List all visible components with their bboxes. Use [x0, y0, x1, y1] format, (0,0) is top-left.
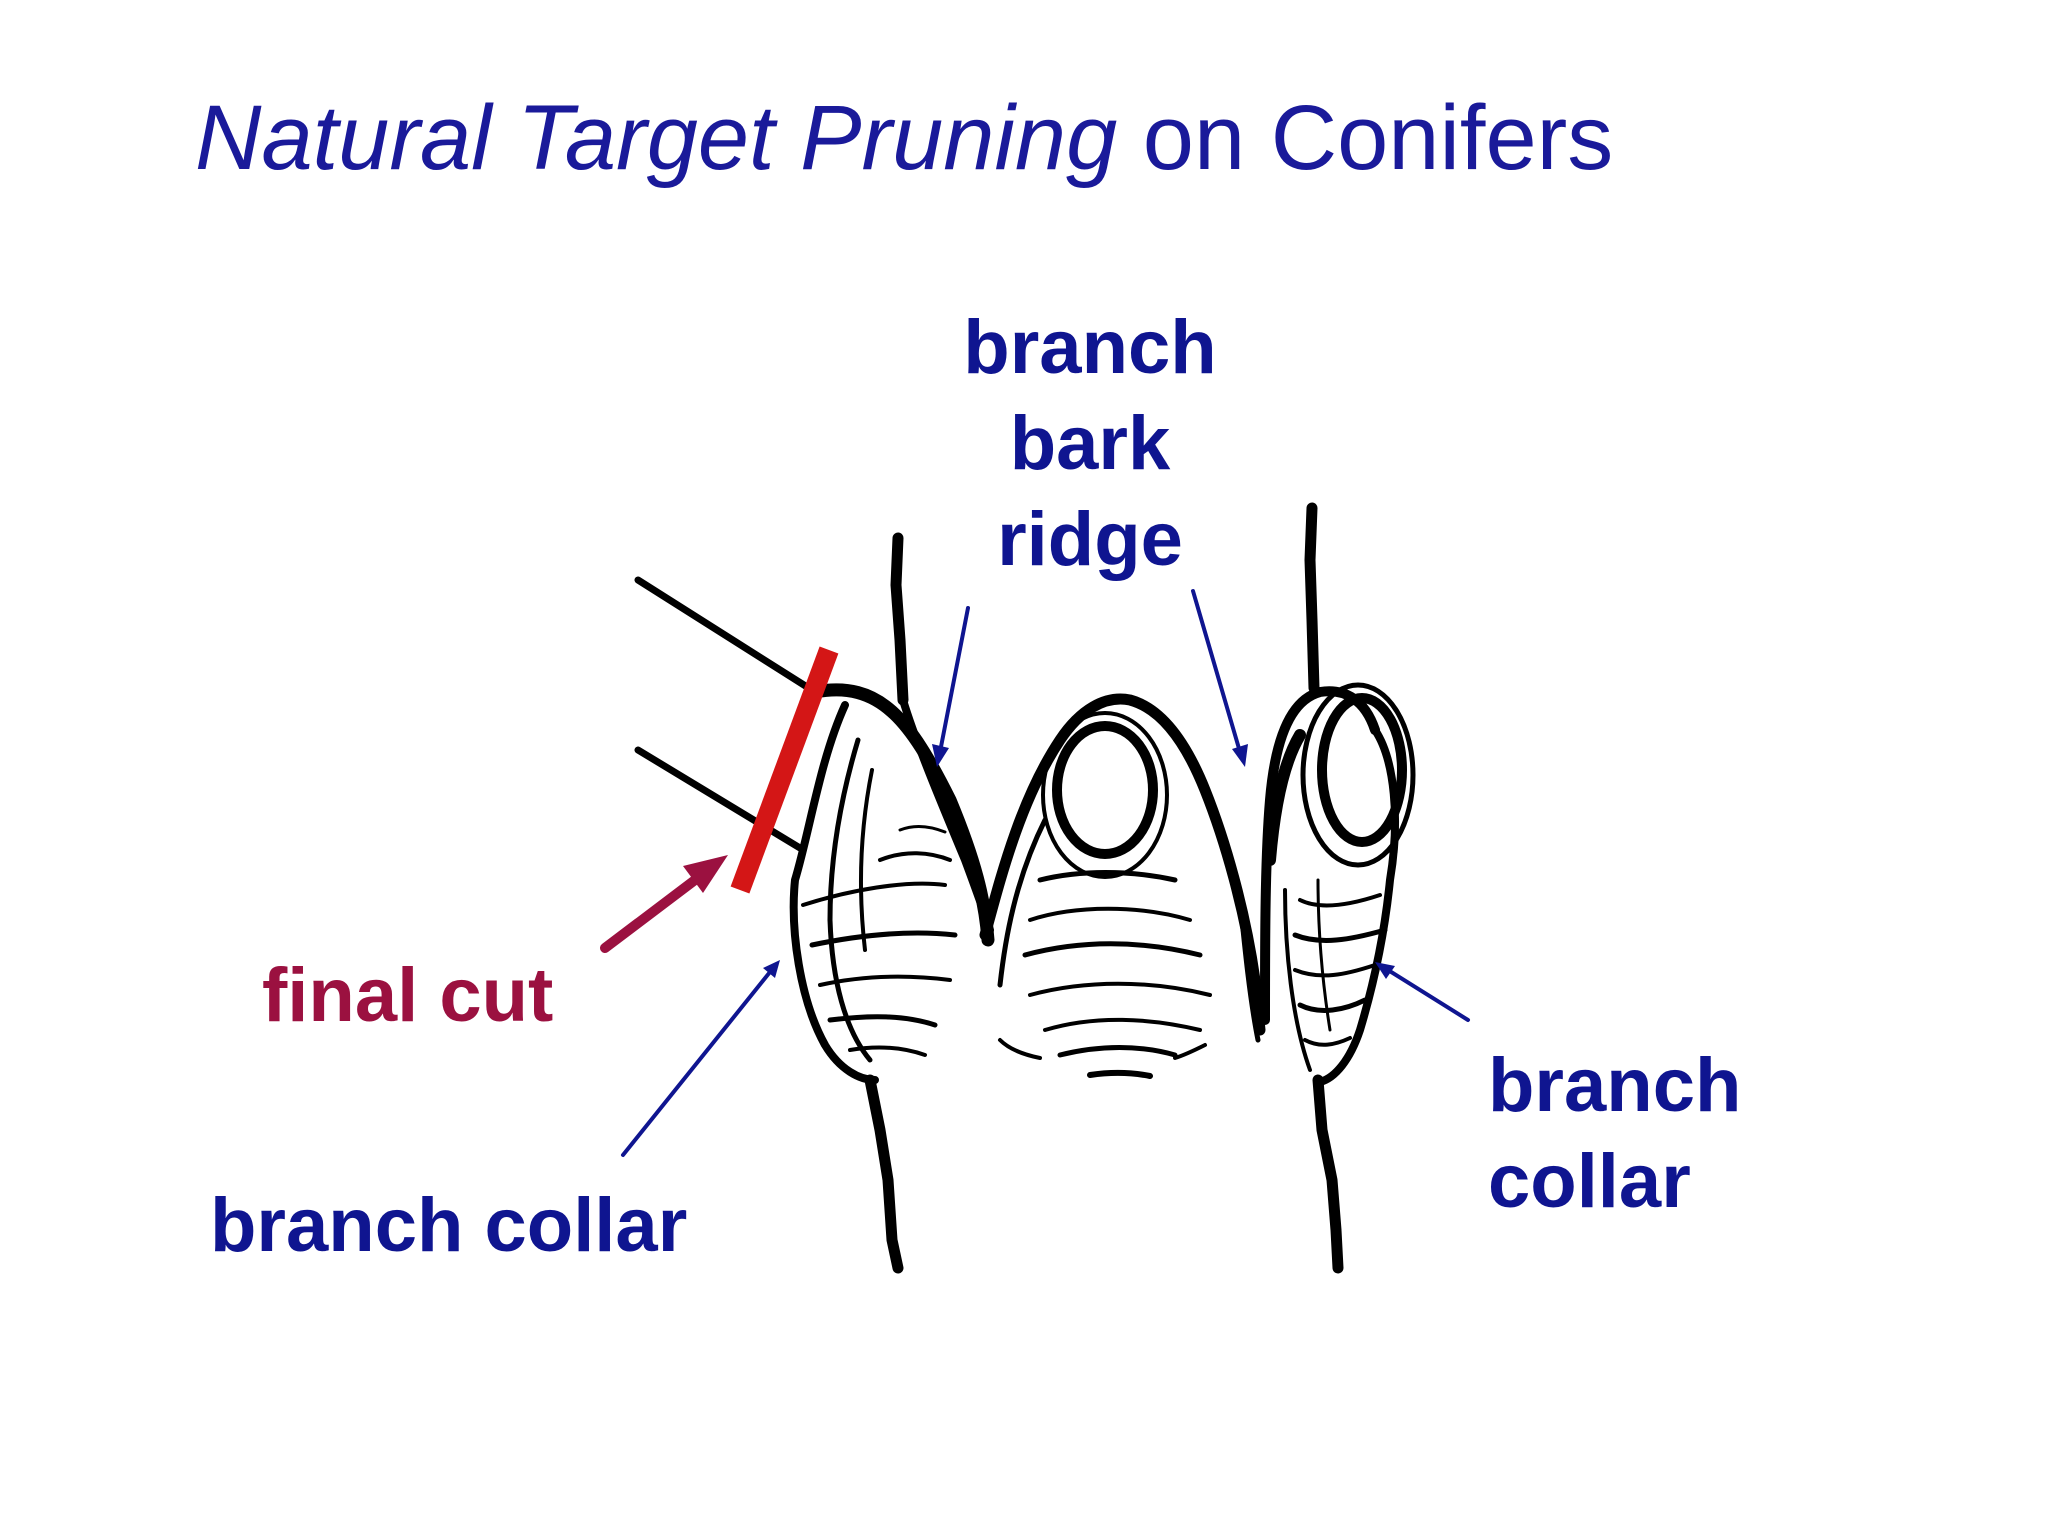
label-final-cut: final cut	[262, 953, 554, 1038]
label-ridge-line-1: branch	[963, 305, 1217, 390]
collar-arrowhead-right	[1375, 962, 1395, 979]
trunk-left-edge-lower	[864, 1074, 904, 1274]
right-branch-collar	[1260, 682, 1416, 1086]
trunk-right-edge-upper	[1304, 502, 1320, 694]
title-italic: Natural Target Pruning	[195, 87, 1118, 189]
label-collar-right-line-1: branch	[1488, 1043, 1742, 1128]
label-branch-bark-ridge: branch bark ridge	[900, 300, 1280, 588]
ridge-arrowhead-right	[1232, 744, 1248, 767]
title-plain: on Conifers	[1117, 87, 1614, 189]
ridge-arrowhead-left	[932, 744, 949, 767]
branch-upper-line	[634, 576, 819, 696]
collar-arrow-right	[1386, 968, 1470, 1022]
ridge-arrow-left	[938, 606, 970, 754]
collar-arrowhead-left	[763, 960, 780, 978]
collar-arrow-left	[621, 970, 772, 1157]
label-ridge-line-3: ridge	[997, 497, 1183, 582]
label-branch-collar-right: branch collar	[1488, 1038, 1741, 1230]
branch-lower-line	[634, 746, 804, 852]
ridge-arrow-right	[1191, 589, 1242, 754]
slide-title: Natural Target Pruning on Conifers	[195, 87, 1614, 189]
final-cut-arrow	[600, 855, 728, 953]
label-branch-collar-left: branch collar	[210, 1183, 688, 1268]
label-ridge-line-2: bark	[1009, 401, 1171, 486]
left-branch-collar	[789, 683, 995, 1084]
final-cut-line	[730, 646, 839, 894]
trunk-right-edge-lower	[1312, 1074, 1344, 1274]
label-collar-right-line-2: collar	[1488, 1139, 1691, 1224]
trunk-left-edge-upper	[890, 532, 909, 706]
central-branch-stub	[979, 693, 1266, 1079]
